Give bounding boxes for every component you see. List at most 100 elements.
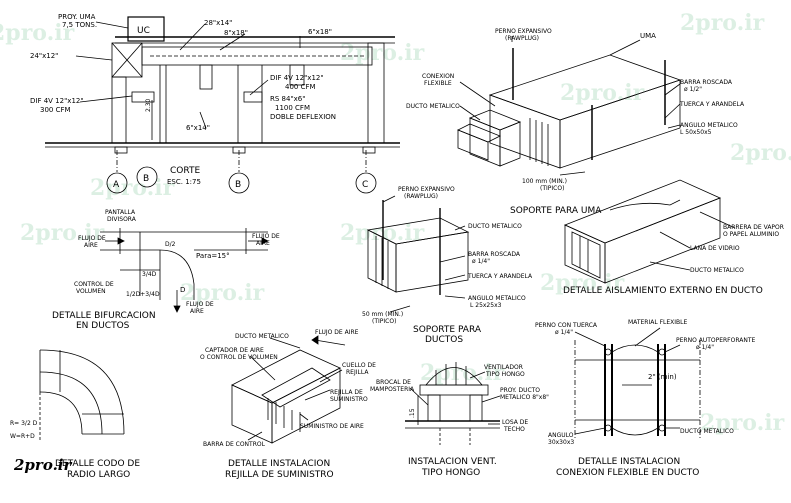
main-duct [141,46,373,66]
radius-formula: R= 3/2 D [10,420,38,427]
uma-label: PROY. UMA [58,13,96,21]
grille-cfm: 1100 CFM [275,104,310,112]
axis-marker-label: A [113,180,120,190]
callout-tuerca: TUERCA Y ARANDELA [467,273,533,280]
corte-section [45,16,400,172]
rejilla-subtitle: REJILLA DE SUMINISTRO [225,470,334,480]
axis-marker-label: C [362,180,368,190]
callout-barra: BARRA ROSCADA [468,251,521,258]
watermark-text: 2pro.ir [420,360,505,386]
watermark-text: 2pro.ir [700,410,785,436]
callout-perno: PERNO EXPANSIVO [398,186,455,193]
aislamiento-title: DETALLE AISLAMIENTO EXTERNO EN DUCTO [563,286,763,296]
codo-drawing [39,349,125,440]
callout-ducto: DUCTO METALICO [235,333,289,340]
flexible-drawing [574,327,701,440]
watermark-text: 2pro.ir [730,140,791,166]
dimension-note: (TIPICO) [540,185,564,192]
flow-label: FLUJO DE [186,301,214,308]
callout-angulo-size: L 25x25x3 [470,302,502,309]
callout-proy: PROY. DUCTO [500,387,540,394]
grille-type: DOBLE DEFLEXION [270,113,336,121]
diffuser-cfm: 300 CFM [40,106,71,114]
watermark-text: 2pro.ir [90,175,175,201]
callout-perno-type: (RAWPLUG) [404,193,438,200]
corte-title: CORTE [170,166,200,176]
site-logo: 2pro.ir [13,456,72,474]
callout-ventilador-type: TIPO HONGO [485,371,525,378]
soporte-ductos-title: SOPORTE PARA [413,325,482,335]
duct-size-label: 6"x18" [308,28,332,36]
corte-scale: ESC. 1:75 [167,178,201,186]
codo-subtitle: RADIO LARGO [67,470,130,480]
dimension-label: 3/4D [142,271,157,278]
callout-angulo-size: L 50x50x5 [680,129,712,136]
soporte-uma-drawing [457,36,682,176]
flexible-subtitle: CONEXION FLEXIBLE EN DUCTO [556,468,699,478]
callout-ducto: DUCTO METALICO [680,428,734,435]
callout-barra-size: ø 1/2" [684,86,702,93]
callout-cuello: CUELLO DE [342,362,376,369]
corte-labels: UC PROY. UMA 7,5 TONS. 28"x14" 8"x18" 6"… [30,13,336,186]
callout-autoperforante: PERNO AUTOPERFORANTE [676,337,756,344]
codo-title: DETALLE CODO DE [55,459,140,469]
callout-barra-size: ø 1/4" [472,258,490,265]
callout-flujo: FLUJO DE AIRE [315,329,359,336]
rejilla-labels: DUCTO METALICO FLUJO DE AIRE CAPTADOR DE… [200,329,376,480]
soporte-ductos-subtitle: DUCTOS [425,335,463,345]
callout-angulo: ANGULO METALICO [468,295,526,302]
callout-ducto: DUCTO METALICO [406,103,460,110]
callout-lana: LANA DE VIDRIO [690,245,740,252]
callout-captador: CAPTADOR DE AIRE [205,347,264,354]
flow-label: AIRE [84,242,98,249]
callout-angulo: ANGULO METALICO [680,122,738,129]
flow-label: FLUJO DE [78,235,106,242]
watermark-text: 2pro.ir [680,10,765,36]
duct-size-label: 6"x14" [186,124,210,132]
callout-perno-type: (RAWPLUG) [505,35,539,42]
callout-brocal: BROCAL DE [376,379,411,386]
codo-labels: R= 3/2 D W=R+D DETALLE CODO DE RADIO LAR… [10,420,140,480]
callout-cuello-type: REJILLA [346,369,369,376]
callout-suministro: SUMINISTRO DE AIRE [300,423,364,430]
soporte-ductos-labels: PERNO EXPANSIVO (RAWPLUG) DUCTO METALICO… [362,186,533,345]
rejilla-drawing [231,335,346,444]
axis-marker-label: B [143,174,149,184]
callout-rejilla-type: SUMINISTRO [330,396,368,403]
callout-angulo-size: 30x30x3 [548,439,574,446]
callout-angulo: ANGULO [548,432,574,439]
dimension-label: 100 mm (MIN.) [522,178,567,185]
duct-size-label: 8"x18" [224,29,248,37]
callout-conexion-type: FLEXIBLE [424,80,452,87]
watermark-text: 2pro.ir [0,20,75,46]
axis-marker-label: B [235,180,241,190]
watermark-layer: 2pro.ir 2pro.ir 2pro.ir 2pro.ir 2pro.ir … [0,10,791,436]
dimension-label: 1/2D+3/4D [126,291,160,298]
watermark-text: 2pro.ir [340,40,425,66]
uc-unit [127,16,165,42]
watermark-text: 2pro.ir [560,80,645,106]
callout-control: CONTROL DE [74,281,114,288]
bifurcacion-drawing [100,228,269,313]
aislamiento-labels: BARRERA DE VAPOR O PAPEL ALUMINIO LANA D… [563,224,784,296]
callout-perno: PERNO EXPANSIVO [495,28,552,35]
watermark-text: 2pro.ir [20,220,105,246]
callout-material: MATERIAL FLEXIBLE [628,319,687,326]
callout-losa-type: TECHO [503,426,525,433]
uma-capacity: 7,5 TONS. [62,21,97,29]
callout-ducto: DUCTO METALICO [468,223,522,230]
soporte-ductos-drawing [366,195,470,313]
width-formula: W=R+D [10,433,35,440]
bifurcacion-subtitle: EN DUCTOS [76,321,130,331]
callout-conexion: CONEXION [422,73,454,80]
callout-autoperforante-size: ø 1/4" [696,344,714,351]
callout-losa: LOSA DE [502,419,528,426]
callout-perno: PERNO CON TUERCA [535,322,598,329]
hongo-title: INSTALACION VENT. [408,457,497,467]
axis-markers: A B B C [106,166,377,194]
callout-pantalla-type: DIVISORA [107,216,137,223]
callout-rejilla: REJILLA DE [330,389,363,396]
hongo-labels: VENTILADOR TIPO HONGO BROCAL DE MAMPOSTE… [370,364,549,478]
callout-barra: BARRA ROSCADA [680,79,733,86]
